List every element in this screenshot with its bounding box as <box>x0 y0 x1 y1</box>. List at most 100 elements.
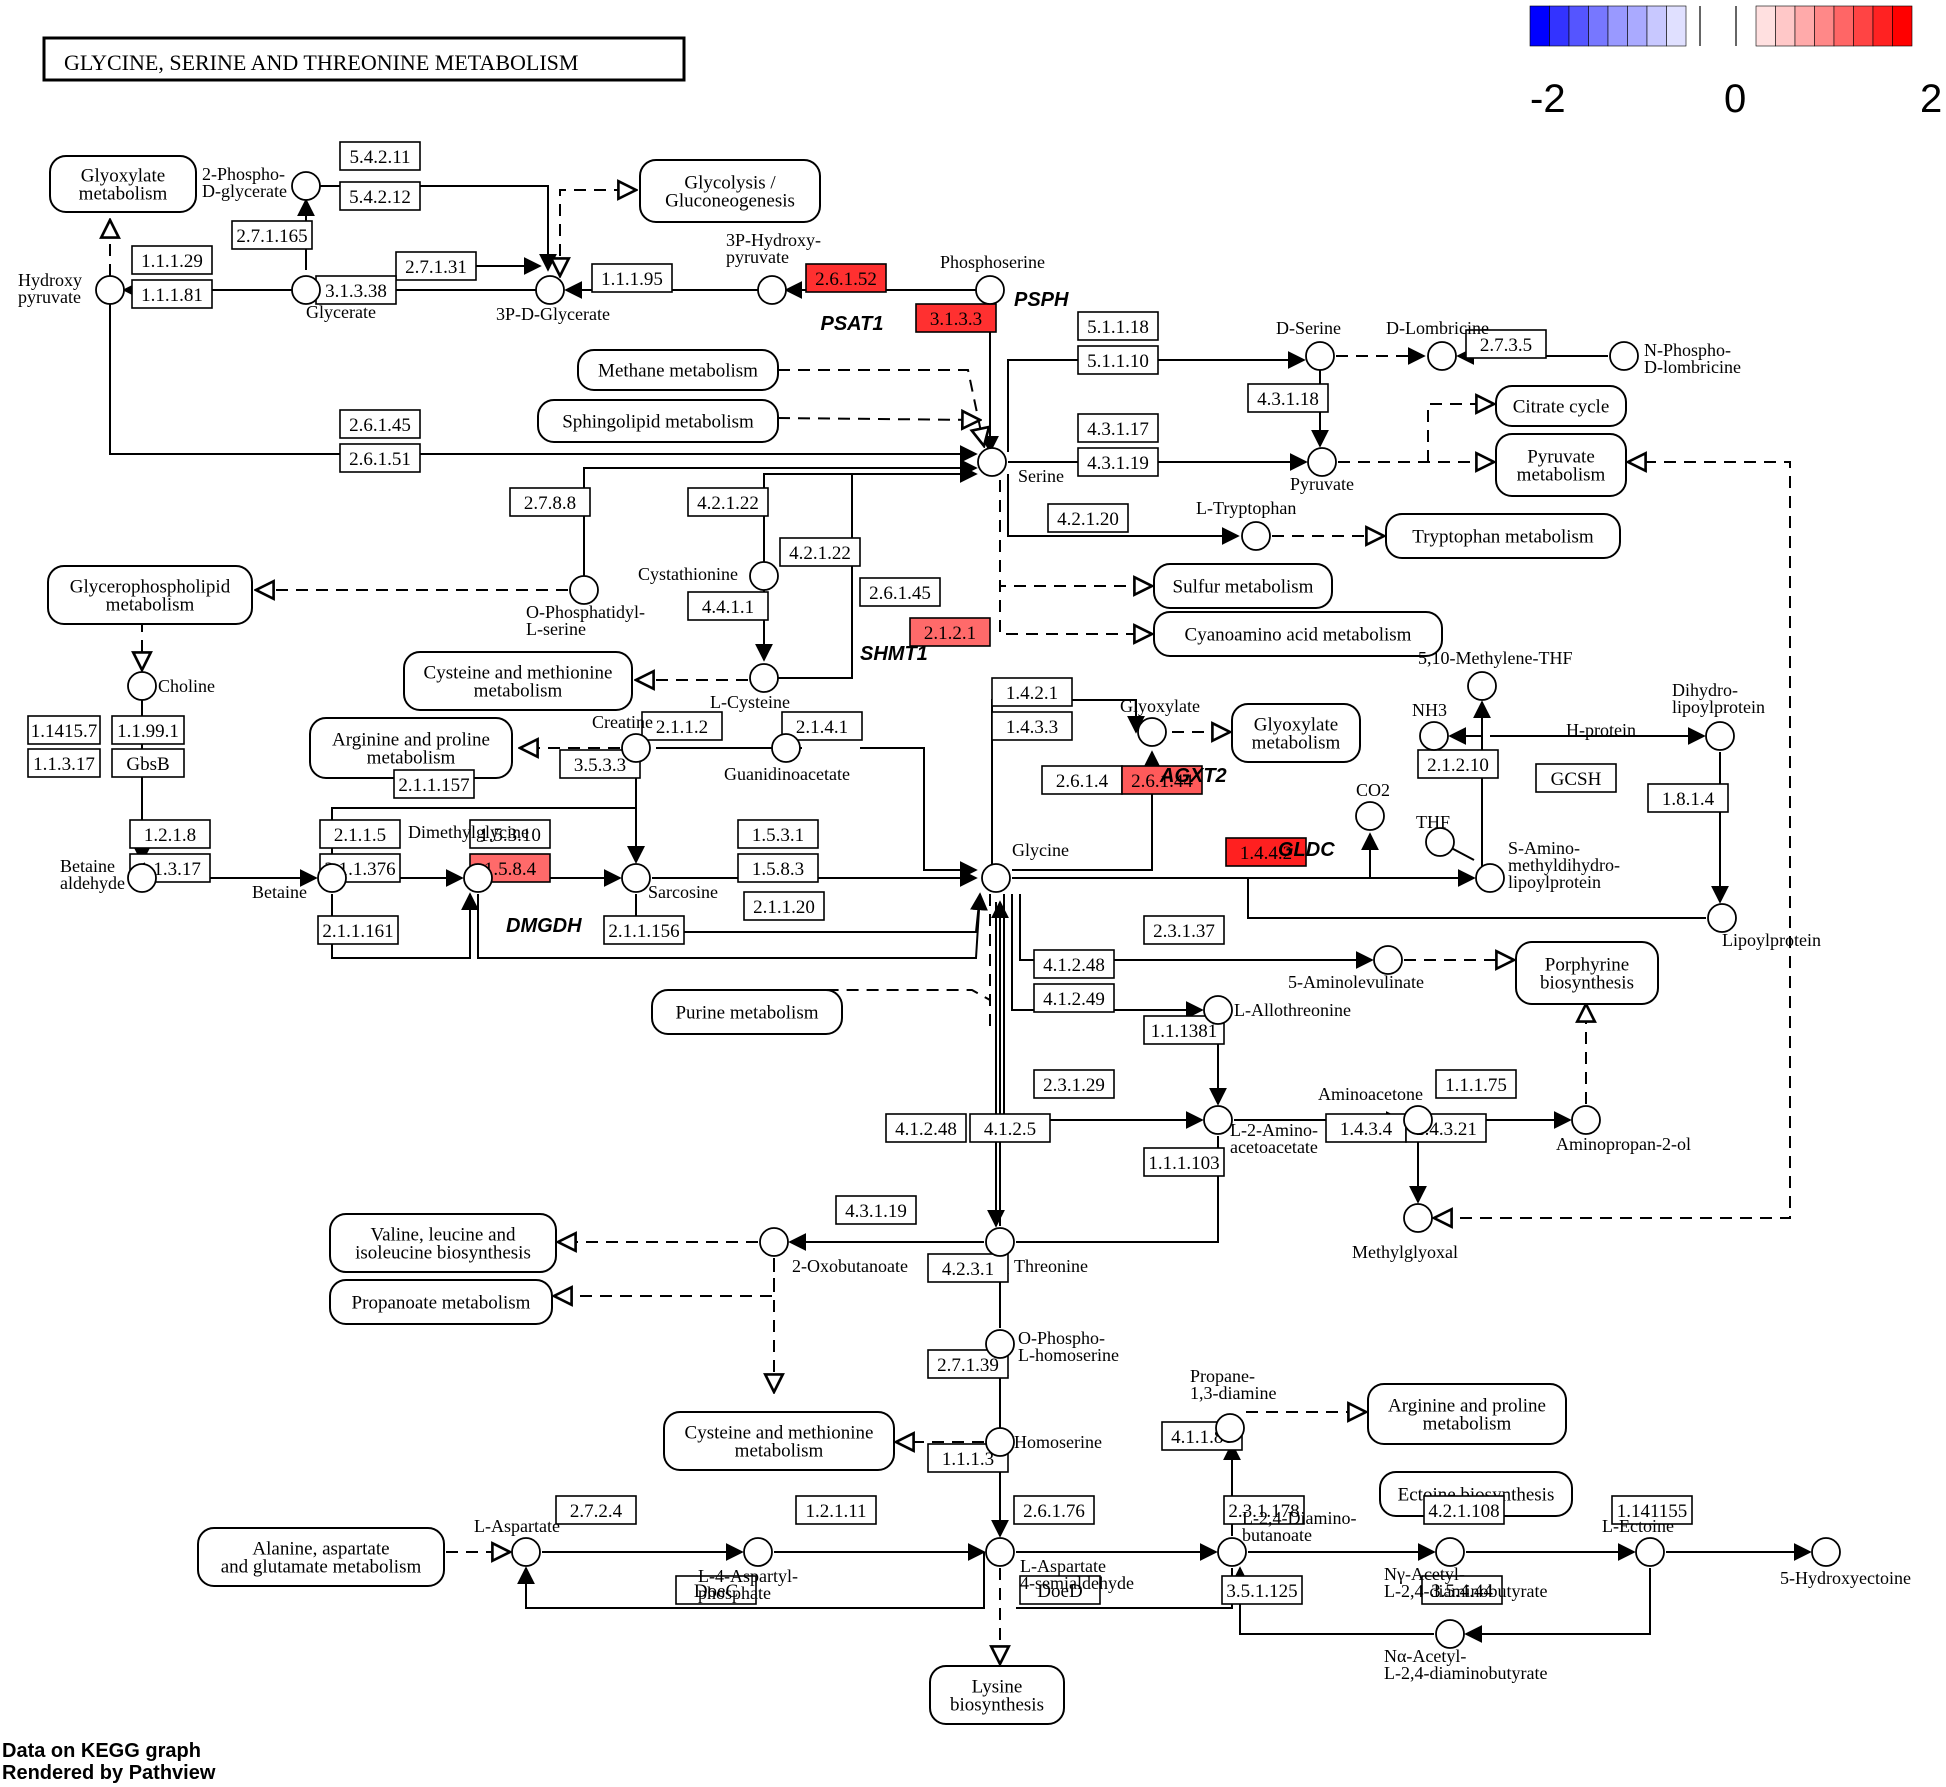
enzyme-box[interactable]: 2.6.1.45 <box>859 577 941 607</box>
compound-methylenethf[interactable]: 5,10-Methylene-THF <box>1418 648 1572 701</box>
compound-lallothreonine[interactable]: L-Allothreonine <box>1203 995 1351 1025</box>
compound-threonine[interactable]: Threonine <box>985 1227 1088 1276</box>
compound-oxobutanoate[interactable]: 2-Oxobutanoate <box>759 1227 908 1276</box>
pathway-map-sphingolipid[interactable]: Sphingolipid metabolism <box>537 399 779 443</box>
compound-node[interactable] <box>977 447 1007 477</box>
compound-glycerate[interactable]: Glycerate <box>291 275 376 322</box>
enzyme-box[interactable]: 4.2.1.20 <box>1047 503 1129 533</box>
enzyme-box[interactable]: 2.1.1.161 <box>317 915 399 945</box>
compound-cystathionine[interactable]: Cystathionine <box>638 561 779 591</box>
enzyme-box[interactable]: 2.6.1.51 <box>339 443 421 473</box>
compound-node[interactable] <box>621 863 651 893</box>
compound-l4aspartyl[interactable]: L-4-Aspartyl-phosphate <box>698 1537 798 1603</box>
compound-node[interactable] <box>1203 1105 1233 1135</box>
compound-lipoylprotein[interactable]: Lipoylprotein <box>1707 903 1821 950</box>
compound-dserine[interactable]: D-Serine <box>1276 318 1341 371</box>
enzyme-box[interactable]: 2.1.2.1 <box>909 617 991 647</box>
enzyme-box[interactable]: 2.6.1.4 <box>1041 765 1123 795</box>
compound-node[interactable] <box>291 171 321 201</box>
enzyme-box[interactable]: 2.6.1.52 <box>805 263 887 293</box>
compound-node[interactable] <box>981 863 1011 893</box>
compound-node[interactable] <box>621 733 651 763</box>
enzyme-box[interactable]: 1.5.3.10 <box>469 819 551 849</box>
enzyme-box[interactable]: 4.1.2.48 <box>885 1113 967 1143</box>
compound-node[interactable] <box>743 1537 773 1567</box>
enzyme-box[interactable]: 2.1.1.20 <box>743 891 825 921</box>
enzyme-box[interactable]: 2.6.1.76 <box>1013 1495 1095 1525</box>
compound-node[interactable] <box>317 863 347 893</box>
enzyme-box[interactable]: 2.1.1.156 <box>603 915 685 945</box>
compound-nyacetyl[interactable]: Nγ-Acetyl-L-2,4-diaminobutyrate <box>1384 1537 1547 1601</box>
enzyme-box[interactable]: 1.1.99.1 <box>111 715 185 745</box>
compound-lcysteine[interactable]: L-Cysteine <box>710 663 790 712</box>
compound-co2[interactable]: CO2 <box>1355 780 1390 831</box>
enzyme-box[interactable]: 2.1.1.157 <box>393 769 475 799</box>
compound-node[interactable] <box>569 575 599 605</box>
compound-node[interactable] <box>1811 1537 1841 1567</box>
enzyme-box[interactable]: 4.2.1.108 <box>1423 1495 1505 1525</box>
enzyme-box[interactable]: 1.1415.7 <box>27 715 101 745</box>
compound-node[interactable] <box>535 275 565 305</box>
compound-node[interactable] <box>1403 1105 1433 1135</box>
enzyme-box[interactable]: 3.1.3.38 <box>315 275 397 305</box>
enzyme-box[interactable]: 4.3.1.19 <box>1077 447 1159 477</box>
enzyme-box[interactable]: 2.7.2.4 <box>555 1495 637 1525</box>
compound-pyruvate_c[interactable]: Pyruvate <box>1290 447 1354 494</box>
compound-ophosphatidyl[interactable]: O-Phosphatidyl-L-serine <box>526 575 645 639</box>
compound-aminoacetone[interactable]: Aminoacetone <box>1318 1084 1433 1135</box>
compound-propanediamine[interactable]: Propane-1,3-diamine <box>1190 1366 1276 1443</box>
compound-node[interactable] <box>1609 341 1639 371</box>
enzyme-box[interactable]: 2.7.3.5 <box>1465 329 1547 359</box>
compound-naacetyl[interactable]: Nα-Acetyl-L-2,4-diaminobutyrate <box>1384 1619 1547 1683</box>
enzyme-box[interactable]: 4.2.1.22 <box>779 537 861 567</box>
pathway-map-tryptophan[interactable]: Tryptophan metabolism <box>1385 513 1621 559</box>
compound-nplombricine[interactable]: N-Phospho-D-lombricine <box>1609 340 1741 377</box>
compound-node[interactable] <box>1435 1537 1465 1567</box>
compound-hprotein[interactable]: H-protein <box>1566 720 1636 740</box>
compound-node[interactable] <box>291 275 321 305</box>
compound-node[interactable] <box>511 1537 541 1567</box>
compound-node[interactable] <box>1203 995 1233 1025</box>
enzyme-box[interactable]: 1.1.1.81 <box>131 279 213 309</box>
compound-dihydrolipo[interactable]: Dihydro-lipoylprotein <box>1672 680 1765 751</box>
enzyme-box[interactable]: 2.7.1.165 <box>231 220 313 250</box>
compound-aminopropanol[interactable]: Aminopropan-2-ol <box>1556 1105 1691 1154</box>
compound-node[interactable] <box>127 863 157 893</box>
compound-node[interactable] <box>985 1227 1015 1257</box>
enzyme-box[interactable]: GbsB <box>111 748 185 778</box>
compound-homoserine[interactable]: Homoserine <box>985 1427 1102 1457</box>
enzyme-box[interactable]: 1.4.3.3 <box>991 711 1073 741</box>
enzyme-box[interactable]: 1.1.1.103 <box>1143 1147 1225 1177</box>
enzyme-box[interactable]: 1.2.1.8 <box>129 819 211 849</box>
enzyme-box[interactable]: 1.1.3.17 <box>27 748 101 778</box>
enzyme-box[interactable]: 2.1.1.2 <box>641 711 723 741</box>
enzyme-box[interactable]: 3.1.3.3 <box>915 303 997 333</box>
compound-node[interactable] <box>1467 671 1497 701</box>
enzyme-box[interactable]: 2.1.4.1 <box>781 711 863 741</box>
compound-node[interactable] <box>1373 945 1403 975</box>
enzyme-box[interactable]: 1.5.3.1 <box>737 819 819 849</box>
pathway-map-glycolysis[interactable]: Glycolysis /Gluconeogenesis <box>639 159 821 223</box>
compound-node[interactable] <box>1425 827 1455 857</box>
enzyme-box[interactable]: 3.5.4.44 <box>1421 1575 1503 1605</box>
enzyme-box[interactable]: DoeD <box>1019 1575 1101 1605</box>
enzyme-box[interactable]: 2.7.1.31 <box>395 251 477 281</box>
pathway-map-purine[interactable]: Purine metabolism <box>651 989 843 1035</box>
enzyme-box[interactable]: 4.3.1.18 <box>1247 383 1329 413</box>
compound-node[interactable] <box>127 671 157 701</box>
enzyme-box[interactable]: 4.1.2.49 <box>1033 983 1115 1013</box>
compound-php3[interactable]: 3P-Hydroxy-pyruvate <box>726 230 821 305</box>
enzyme-box[interactable]: 1.4.2.1 <box>991 677 1073 707</box>
compound-node[interactable] <box>1305 341 1335 371</box>
compound-creatine[interactable]: Creatine <box>592 712 653 763</box>
compound-node[interactable] <box>1217 1537 1247 1567</box>
compound-hydroxyectoine[interactable]: 5-Hydroxyectoine <box>1780 1537 1911 1588</box>
compound-methylglyoxal[interactable]: Methylglyoxal <box>1352 1203 1458 1262</box>
enzyme-box[interactable]: GCSH <box>1535 763 1617 793</box>
